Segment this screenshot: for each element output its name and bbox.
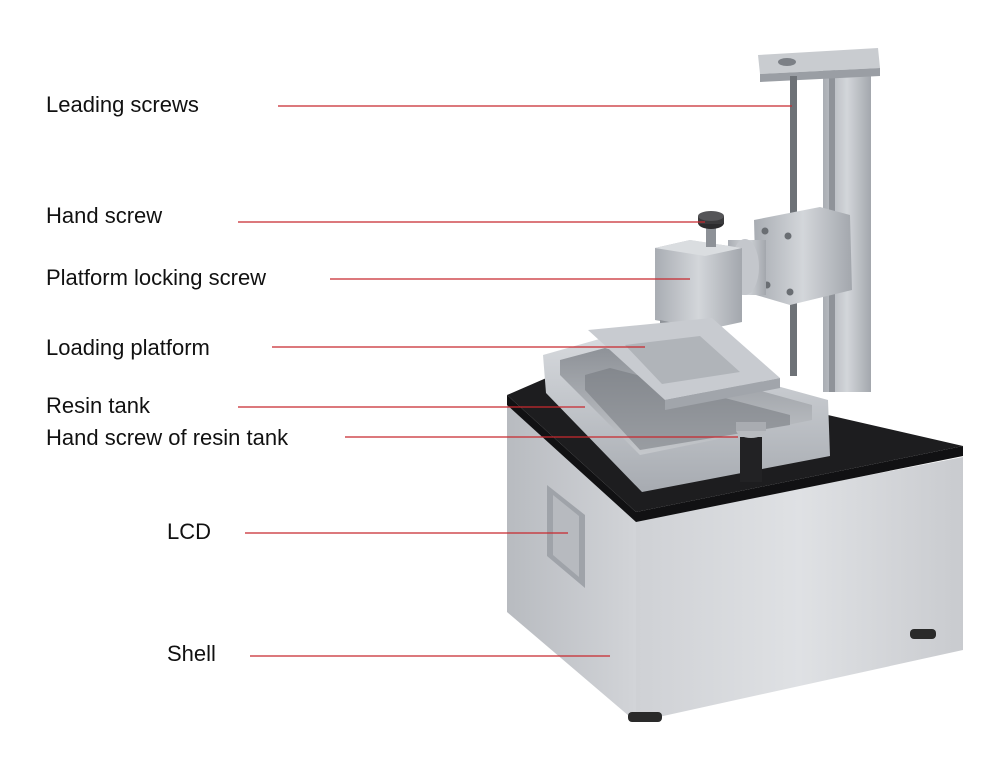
top-bracket-bolt xyxy=(778,58,796,66)
label-leading-screws: Leading screws xyxy=(46,92,199,117)
carriage-bolt xyxy=(784,232,792,240)
hand-screw-knob-top xyxy=(698,211,724,221)
shell-foot xyxy=(910,629,936,639)
label-resin-tank: Resin tank xyxy=(46,393,150,418)
shell-front-face xyxy=(636,457,963,722)
shell-foot xyxy=(628,712,662,722)
label-lcd: LCD xyxy=(167,519,212,544)
lcd-window-inner xyxy=(553,495,579,577)
carriage-bolt xyxy=(786,288,794,296)
label-shell: Shell xyxy=(167,641,216,666)
hand-screw-shaft xyxy=(706,225,716,247)
z-carriage xyxy=(754,207,852,305)
shell-body xyxy=(507,405,963,722)
label-hand-screw: Hand screw xyxy=(46,203,163,228)
z-column xyxy=(588,48,880,410)
label-hand-screw-of-resin-tank: Hand screw of resin tank xyxy=(46,425,289,450)
loading-platform-edge xyxy=(665,378,780,410)
loading-platform-boss xyxy=(625,336,740,384)
platform-holder xyxy=(655,240,742,330)
label-platform-locking-screw: Platform locking screw xyxy=(46,265,267,290)
label-loading-platform: Loading platform xyxy=(46,335,210,360)
leader-lines xyxy=(238,105,792,657)
carriage-bolt xyxy=(761,227,769,235)
tank-hand-screw-side xyxy=(736,422,766,431)
platform-holder-top xyxy=(655,240,742,256)
top-plate-edge-left xyxy=(507,395,636,522)
top-bracket xyxy=(758,48,880,74)
top-plate-edge-front xyxy=(636,446,963,522)
tank-screw-post xyxy=(740,437,762,482)
